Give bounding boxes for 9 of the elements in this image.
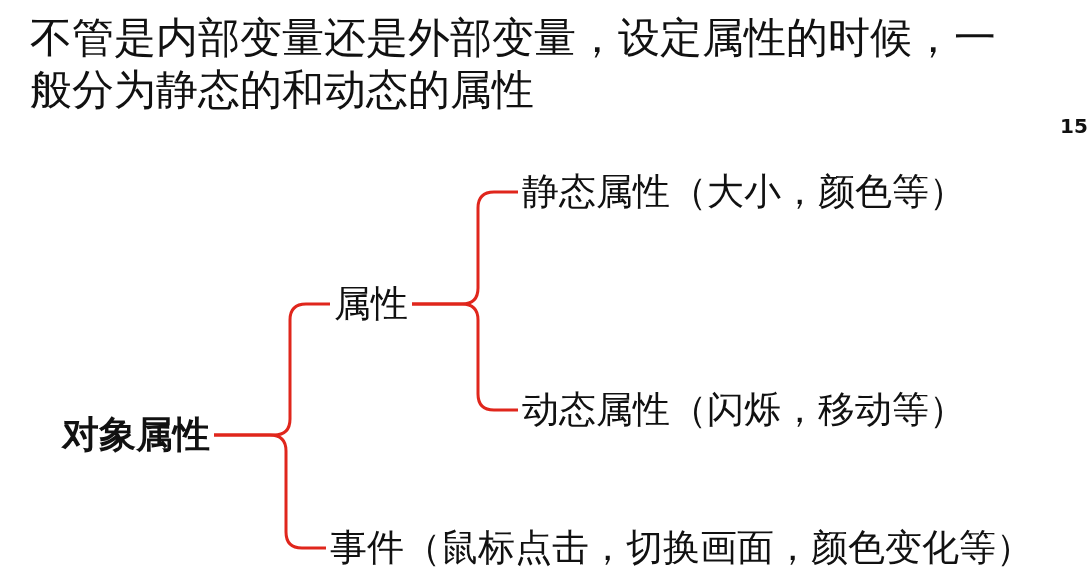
heading-text: 不管是内部变量还是外部变量，设定属性的时候，一般分为静态的和动态的属性 (30, 12, 997, 116)
tree-label: 事件（鼠标点击，切换画面，颜色变化等） (330, 526, 1033, 570)
tree-label: 属性 (334, 282, 408, 326)
brace-line (412, 302, 518, 412)
tree-label: 静态属性（大小，颜色等） (522, 170, 966, 214)
page-number: 15 (1060, 114, 1088, 138)
tree-label: 对象属性 (62, 413, 210, 457)
brace-line (214, 433, 326, 550)
tree-label: 动态属性（闪烁，移动等） (522, 388, 966, 432)
